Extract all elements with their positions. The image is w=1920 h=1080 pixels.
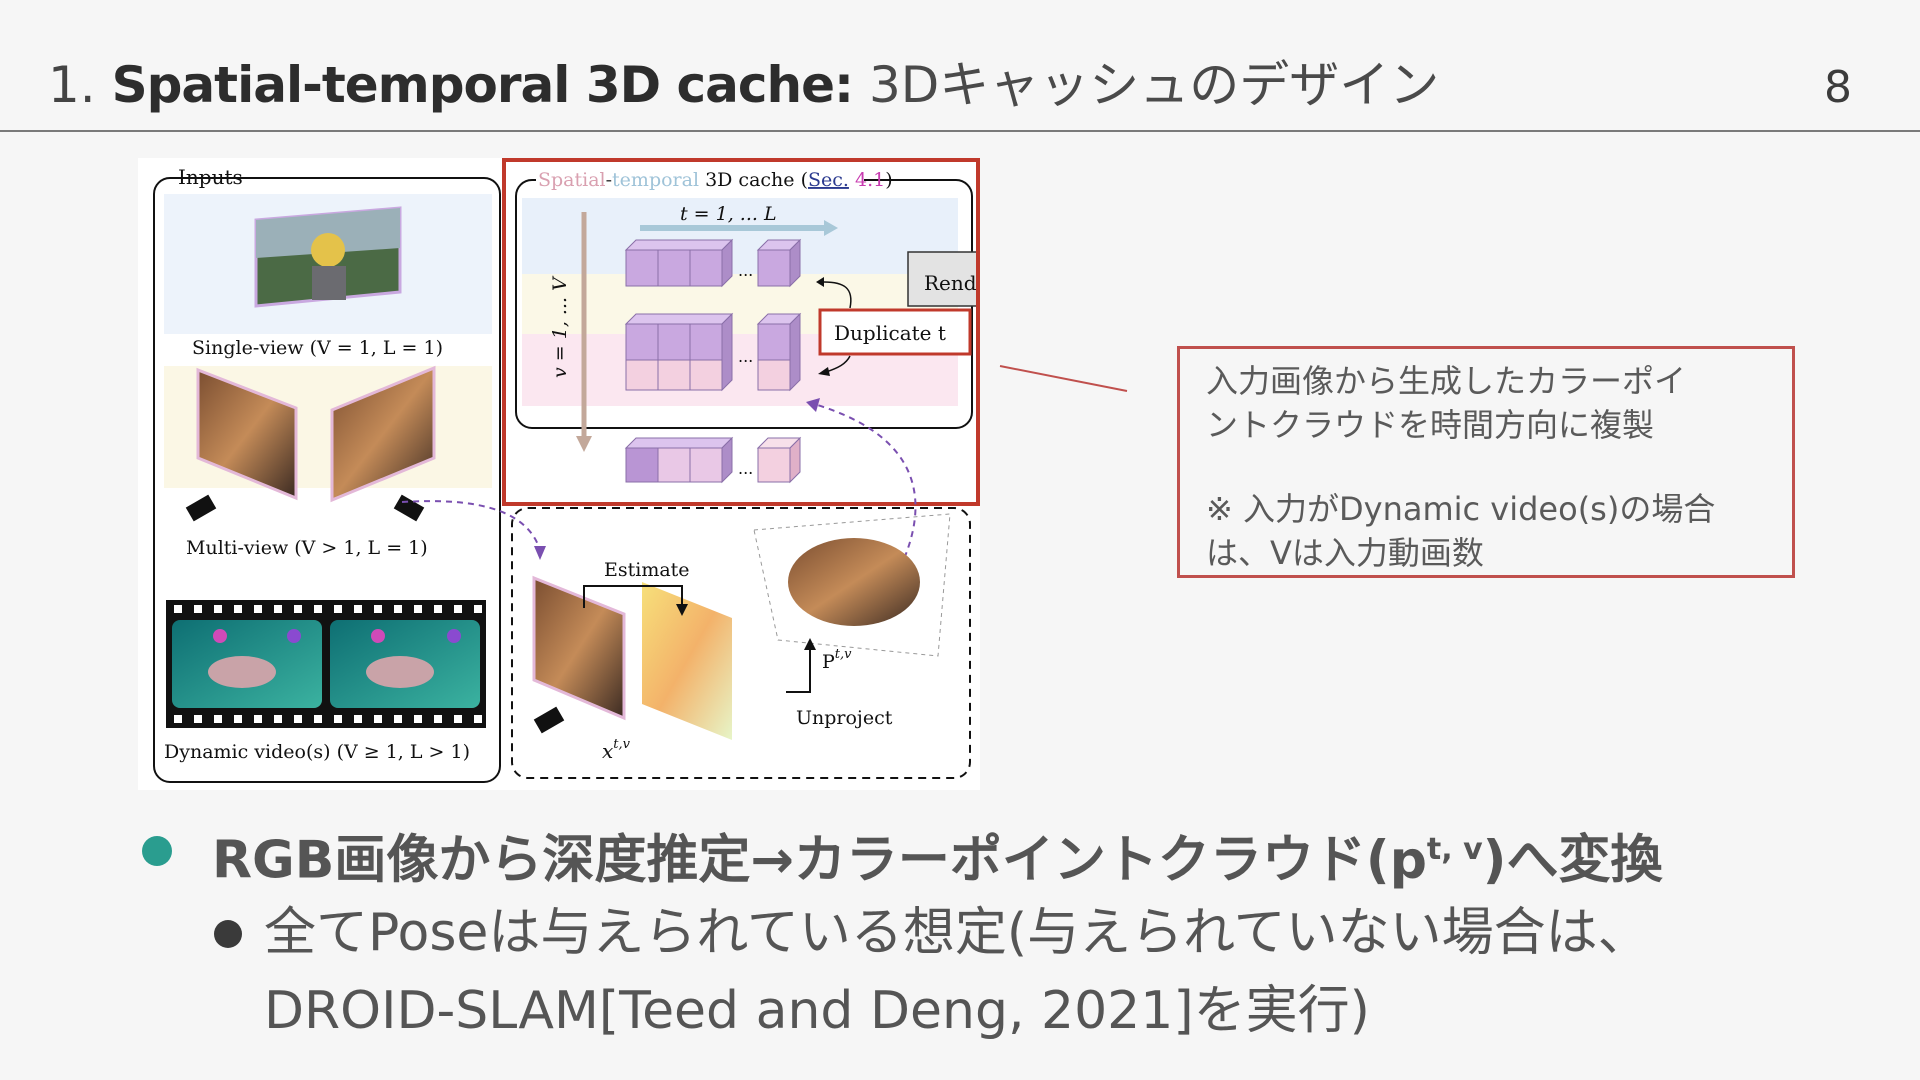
camera-icon xyxy=(533,706,565,734)
cache-title: Spatial-temporal 3D cache (Sec. 4.1) xyxy=(538,169,893,191)
inputs-panel xyxy=(153,177,501,783)
duplicate-label: Duplicate t xyxy=(834,321,946,345)
title-subtitle: 3Dキャッシュのデザイン xyxy=(868,56,1440,114)
cache-highlight xyxy=(502,158,980,506)
camera-icon xyxy=(185,494,217,522)
row-1-ellipsis: ... xyxy=(738,261,753,280)
note-line-2: ントクラウドを時間方向に複製 xyxy=(1206,406,1655,444)
depth-map xyxy=(642,582,732,740)
note-box: 入力画像から生成したカラーポイ ントクラウドを時間方向に複製 ※ 入力がDyna… xyxy=(1177,346,1795,578)
cube-row-3 xyxy=(624,436,802,484)
bullet-dot-secondary xyxy=(214,920,242,948)
estimate-label: Estimate xyxy=(604,559,690,581)
multi-view-image-right xyxy=(330,365,436,503)
multi-view-image-left xyxy=(196,367,298,501)
note-line-3: ※ 入力がDynamic video(s)の場合 xyxy=(1206,490,1716,528)
balloon-head-icon xyxy=(311,233,345,267)
slide-title: 1. Spatial-temporal 3D cache: 3Dキャッシュのデザ… xyxy=(48,52,1439,118)
multi-view-label: Multi-view (V > 1, L = 1) xyxy=(186,537,428,559)
note-line-4: は、Vは入力動画数 xyxy=(1206,534,1484,572)
cube-row-1 xyxy=(624,238,802,288)
v-axis-label: v = 1, ... V xyxy=(549,275,571,378)
bullet-dot-primary xyxy=(142,836,172,866)
bullet-main-end: )へ変換 xyxy=(1482,830,1663,891)
render-box xyxy=(907,251,980,307)
page-number: 8 xyxy=(1824,62,1852,113)
p-label: Pt,v xyxy=(822,647,852,673)
camera-icon xyxy=(393,494,425,522)
duplicate-box xyxy=(818,308,972,356)
single-view-label: Single-view (V = 1, L = 1) xyxy=(192,337,443,359)
method-figure: Inputs Single-view (V = 1, L = 1) Multi-… xyxy=(138,158,980,790)
point-cloud xyxy=(788,538,920,626)
title-main: Spatial-temporal 3D cache: xyxy=(111,56,854,114)
bullet-main-sup: t, v xyxy=(1426,832,1483,867)
dynamic-video-label: Dynamic video(s) (V ≥ 1, L > 1) xyxy=(164,741,470,763)
bullet-sub-line-2: DROID-SLAM[Teed and Deng, 2021]を実行) xyxy=(264,981,1370,1041)
bullet-main-text: RGB画像から深度推定→カラーポイントクラウド(p xyxy=(212,830,1427,891)
t-axis-label: t = 1, ... L xyxy=(680,203,777,225)
rgb-frame xyxy=(532,575,626,721)
render-label: Rend xyxy=(924,271,977,295)
unproject-label: Unproject xyxy=(796,707,893,729)
title-divider xyxy=(0,130,1920,132)
row-2-ellipsis: ... xyxy=(738,347,753,366)
row-3-ellipsis: ... xyxy=(738,459,753,478)
inputs-label: Inputs xyxy=(178,165,243,189)
reconstruction-panel xyxy=(511,507,971,779)
title-number: 1. xyxy=(48,56,96,114)
bullet-sub-line-1: 全てPoseは与えられている想定(与えられていない場合は、 xyxy=(264,903,1650,963)
x-label: xt,v xyxy=(602,737,631,763)
cube-row-2 xyxy=(624,312,802,392)
figure-svg: Inputs Single-view (V = 1, L = 1) Multi-… xyxy=(153,158,980,783)
note-line-1: 入力画像から生成したカラーポイ xyxy=(1206,362,1687,400)
